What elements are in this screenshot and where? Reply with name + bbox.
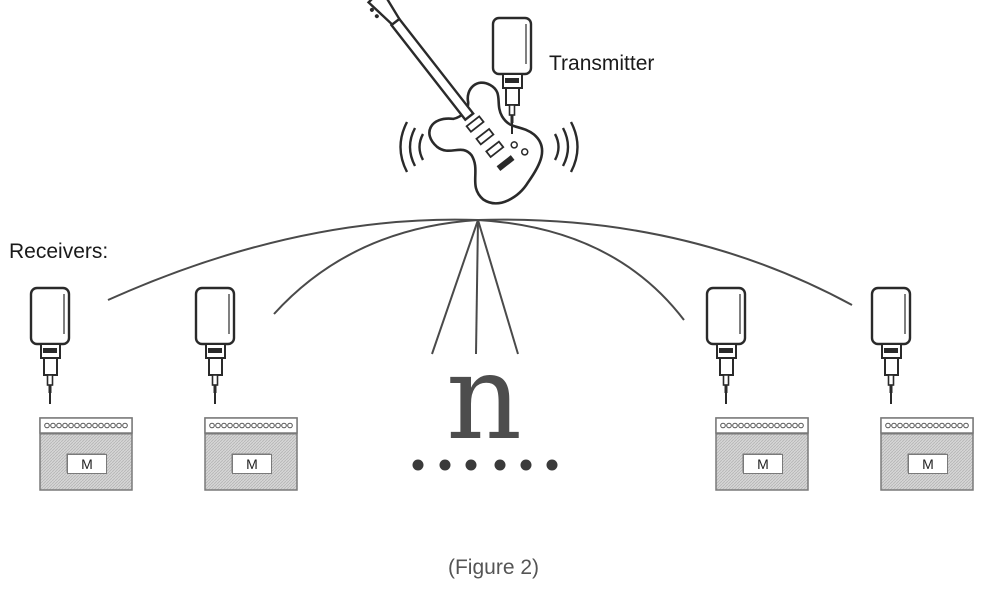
receiver-device: [194, 286, 236, 406]
guitar-icon: [366, 0, 544, 205]
sound-waves-left-icon: [399, 121, 425, 173]
receivers-label: Receivers:: [9, 240, 109, 263]
amplifier-label: M: [232, 454, 272, 474]
link-receiver-1: [107, 218, 479, 301]
receiver-device: [705, 286, 747, 406]
amplifier-label: M: [67, 454, 107, 474]
receiver-device: [29, 286, 71, 406]
link-receiver-3: [477, 219, 685, 321]
link-n-right: [477, 219, 519, 355]
link-n-left: [431, 219, 479, 355]
link-receiver-4: [477, 218, 853, 306]
amplifier-label: M: [908, 454, 948, 474]
wireless-links: [107, 218, 853, 355]
ellipsis-dots: [412, 459, 558, 471]
transmitter-label: Transmitter: [549, 52, 655, 75]
figure-caption: (Figure 2): [447, 556, 540, 579]
n-count-label: n: [446, 328, 522, 466]
sound-waves-right-icon: [553, 121, 579, 173]
receiver-device: [870, 286, 912, 406]
amplifier-label: M: [743, 454, 783, 474]
link-receiver-2: [273, 219, 479, 315]
link-n-center: [475, 219, 479, 355]
